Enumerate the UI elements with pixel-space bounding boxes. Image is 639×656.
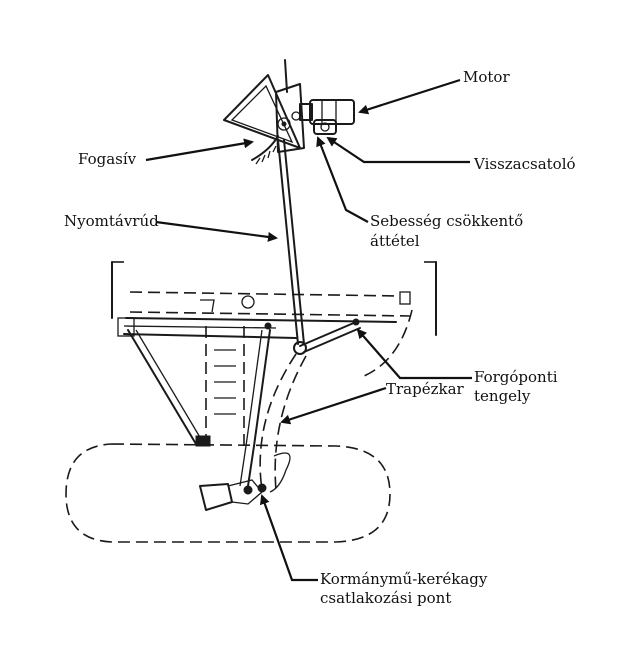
right-frame [363, 309, 413, 377]
label-motor: Motor [463, 68, 510, 86]
leader-arrows [145, 78, 472, 582]
trapezoid-arm [259, 321, 361, 493]
label-nyomtavrud: Nyomtávrúd [64, 212, 159, 230]
motor-unit [299, 99, 355, 135]
label-fogasiv: Fogasív [78, 150, 137, 168]
label-forgoponti-line1: Forgóponti [474, 368, 558, 386]
sector-gear-assembly [223, 59, 305, 165]
label-forgoponti-line2: tengely [474, 387, 531, 405]
hub-assembly [199, 445, 267, 511]
label-trapezkar: Trapézkar [386, 380, 464, 398]
label-kormanymu-line2: csatlakozási pont [320, 589, 452, 607]
tie-rod [277, 139, 305, 345]
label-kormanymu-line1: Kormánymű-kerékagy [320, 570, 488, 588]
axle-beam [111, 261, 437, 339]
label-visszacsatolo: Visszacsatoló [474, 155, 576, 173]
suspension-frame [117, 317, 271, 447]
label-sebesseg-line1: Sebesség csökkentő [370, 212, 524, 230]
label-sebesseg-line2: áttétel [370, 232, 420, 250]
wheel-outline [65, 443, 391, 543]
